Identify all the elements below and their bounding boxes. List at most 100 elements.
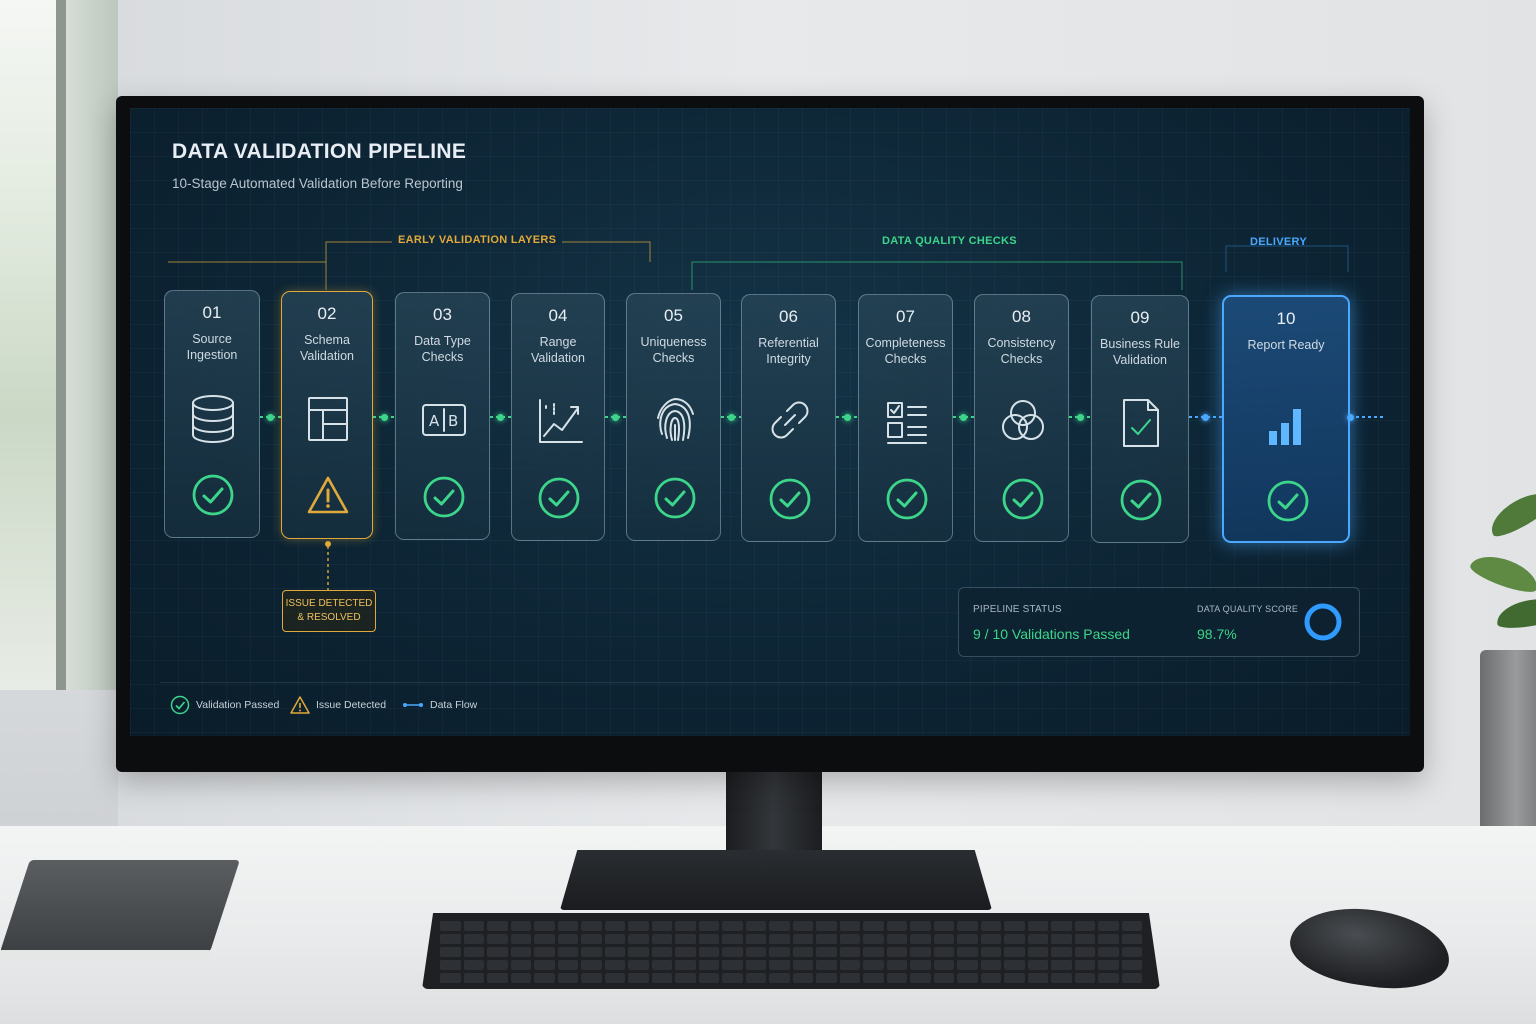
keyboard-key[interactable] [581,921,602,931]
keyboard-key[interactable] [1004,947,1025,957]
keyboard-key[interactable] [675,960,696,970]
keyboard-key[interactable] [792,960,813,970]
keyboard-key[interactable] [722,934,743,944]
keyboard-key[interactable] [557,947,578,957]
keyboard-key[interactable] [675,973,696,983]
keyboard-key[interactable] [675,934,696,944]
keyboard-key[interactable] [604,921,625,931]
keyboard-key[interactable] [745,947,766,957]
keyboard-key[interactable] [839,934,860,944]
keyboard-key[interactable] [628,934,649,944]
keyboard-key[interactable] [628,947,649,957]
keyboard-key[interactable] [769,973,790,983]
keyboard-key[interactable] [769,960,790,970]
keyboard-key[interactable] [534,947,555,957]
keyboard-key[interactable] [534,934,555,944]
keyboard-key[interactable] [792,947,813,957]
keyboard-key[interactable] [980,973,1001,983]
keyboard-key[interactable] [722,960,743,970]
keyboard-key[interactable] [698,934,719,944]
keyboard-key[interactable] [698,973,719,983]
keyboard-key[interactable] [604,960,625,970]
keyboard-key[interactable] [463,934,484,944]
keyboard-key[interactable] [745,960,766,970]
keyboard-key[interactable] [980,934,1001,944]
keyboard-key[interactable] [651,973,672,983]
keyboard-key[interactable] [1051,960,1072,970]
keyboard-key[interactable] [463,973,484,983]
keyboard-key[interactable] [957,934,978,944]
keyboard-key[interactable] [510,921,531,931]
keyboard-key[interactable] [957,947,978,957]
keyboard-key[interactable] [1027,921,1048,931]
keyboard-key[interactable] [1027,973,1048,983]
keyboard-key[interactable] [1051,973,1072,983]
keyboard-key[interactable] [557,960,578,970]
keyboard-key[interactable] [628,973,649,983]
keyboard-key[interactable] [792,973,813,983]
keyboard-key[interactable] [1074,960,1095,970]
keyboard-key[interactable] [1074,921,1095,931]
keyboard-key[interactable] [440,921,461,931]
keyboard-key[interactable] [863,973,884,983]
keyboard-key[interactable] [839,960,860,970]
keyboard-key[interactable] [980,947,1001,957]
keyboard-key[interactable] [487,973,508,983]
keyboard-key[interactable] [722,921,743,931]
keyboard-key[interactable] [1121,947,1142,957]
keyboard-key[interactable] [1074,947,1095,957]
keyboard-key[interactable] [1027,960,1048,970]
keyboard-key[interactable] [440,973,461,983]
keyboard-key[interactable] [816,934,837,944]
keyboard-key[interactable] [440,947,461,957]
keyboard-key[interactable] [1051,947,1072,957]
keyboard-key[interactable] [698,921,719,931]
keyboard-key[interactable] [839,921,860,931]
keyboard-key[interactable] [651,921,672,931]
keyboard-key[interactable] [604,973,625,983]
keyboard-key[interactable] [1121,934,1142,944]
keyboard-key[interactable] [698,960,719,970]
keyboard-key[interactable] [1098,960,1119,970]
keyboard-key[interactable] [1004,960,1025,970]
keyboard-key[interactable] [886,921,907,931]
keyboard-key[interactable] [604,934,625,944]
keyboard-key[interactable] [1004,934,1025,944]
keyboard-key[interactable] [1051,921,1072,931]
keyboard-key[interactable] [769,934,790,944]
keyboard-key[interactable] [628,960,649,970]
keyboard-key[interactable] [886,934,907,944]
issue-callout[interactable]: ISSUE DETECTED & RESOLVED [282,590,376,632]
keyboard-key[interactable] [534,960,555,970]
keyboard-key[interactable] [957,960,978,970]
keyboard-key[interactable] [957,921,978,931]
keyboard-key[interactable] [581,947,602,957]
keyboard-key[interactable] [910,973,931,983]
keyboard-key[interactable] [769,947,790,957]
keyboard-key[interactable] [745,973,766,983]
keyboard-key[interactable] [651,934,672,944]
keyboard-key[interactable] [1121,960,1142,970]
keyboard-key[interactable] [1074,973,1095,983]
keyboard-key[interactable] [863,934,884,944]
keyboard-key[interactable] [816,960,837,970]
keyboard-key[interactable] [440,934,461,944]
keyboard-key[interactable] [933,973,954,983]
keyboard-key[interactable] [581,973,602,983]
keyboard-key[interactable] [1098,921,1119,931]
keyboard-key[interactable] [1051,934,1072,944]
keyboard-key[interactable] [769,921,790,931]
keyboard-key[interactable] [487,947,508,957]
keyboard-key[interactable] [510,973,531,983]
keyboard-key[interactable] [675,921,696,931]
keyboard-key[interactable] [1004,973,1025,983]
keyboard-key[interactable] [557,934,578,944]
keyboard-key[interactable] [1074,934,1095,944]
keyboard-key[interactable] [792,934,813,944]
